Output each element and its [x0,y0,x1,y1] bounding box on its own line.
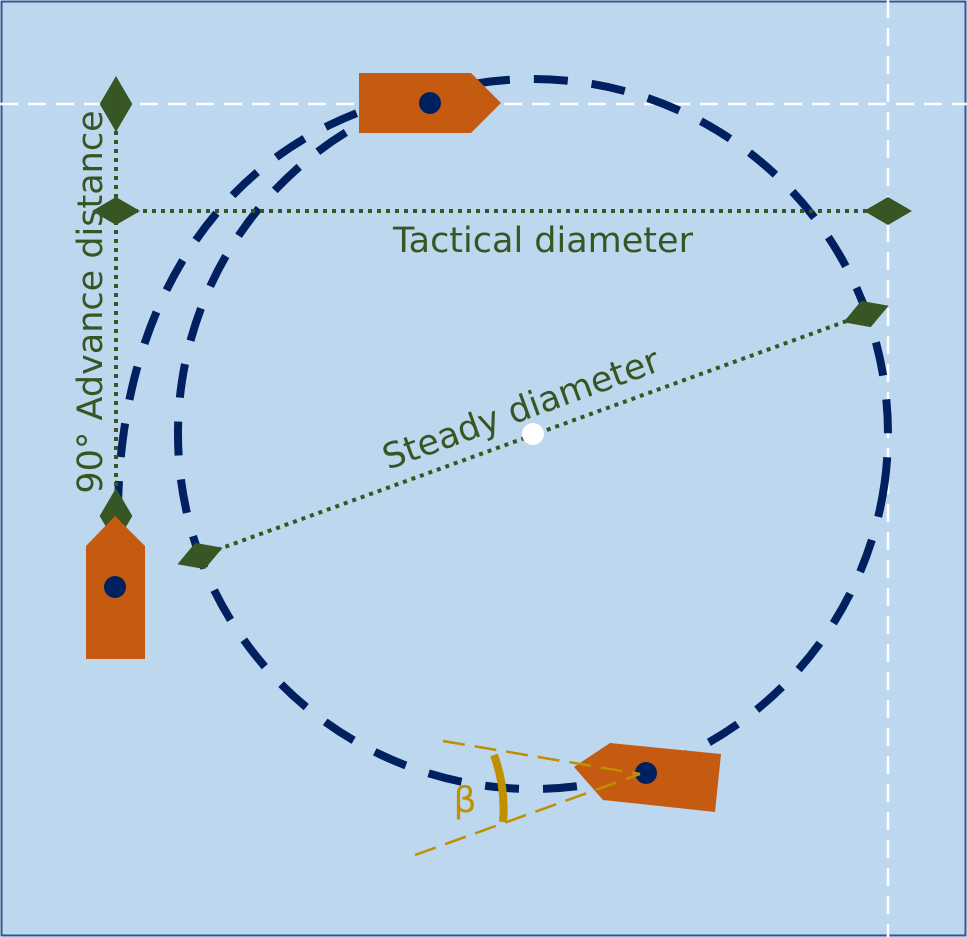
drift-track-line [414,772,641,857]
circle-center-point [522,423,544,445]
drift-heading-line [442,739,641,776]
drift-angle-arc [490,753,508,823]
drift-angle-label: β [454,780,477,821]
ship-start-icon [86,516,145,659]
tactical-diameter-label: Tactical diameter [392,221,694,261]
advance-distance-label: 90° Advance distance [71,110,111,493]
ship-top-icon [359,73,501,133]
ship-bottom-icon [574,743,721,812]
